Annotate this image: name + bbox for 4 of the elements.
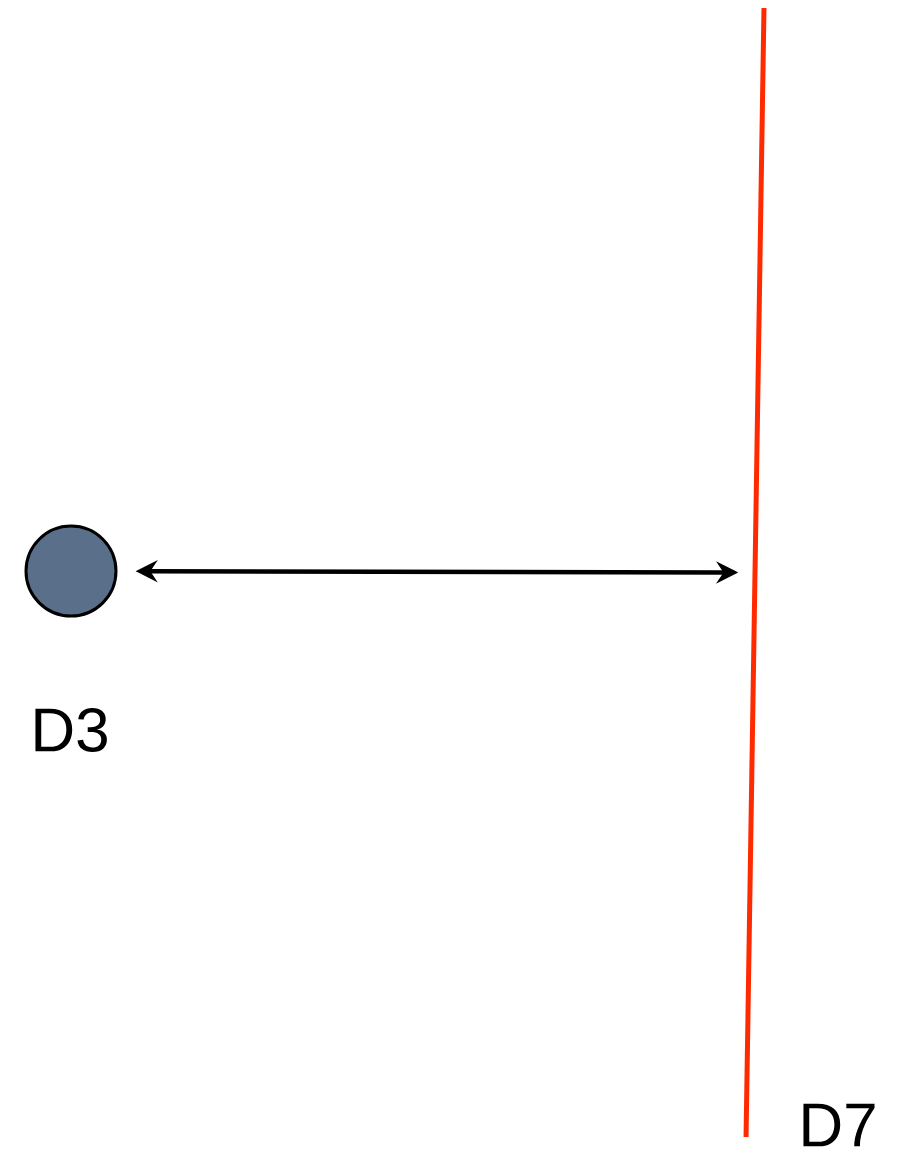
dot: [24, 524, 118, 618]
node-label: D3: [35, 708, 107, 752]
line: [743, 8, 767, 1137]
node-label: D7: [803, 1103, 875, 1147]
